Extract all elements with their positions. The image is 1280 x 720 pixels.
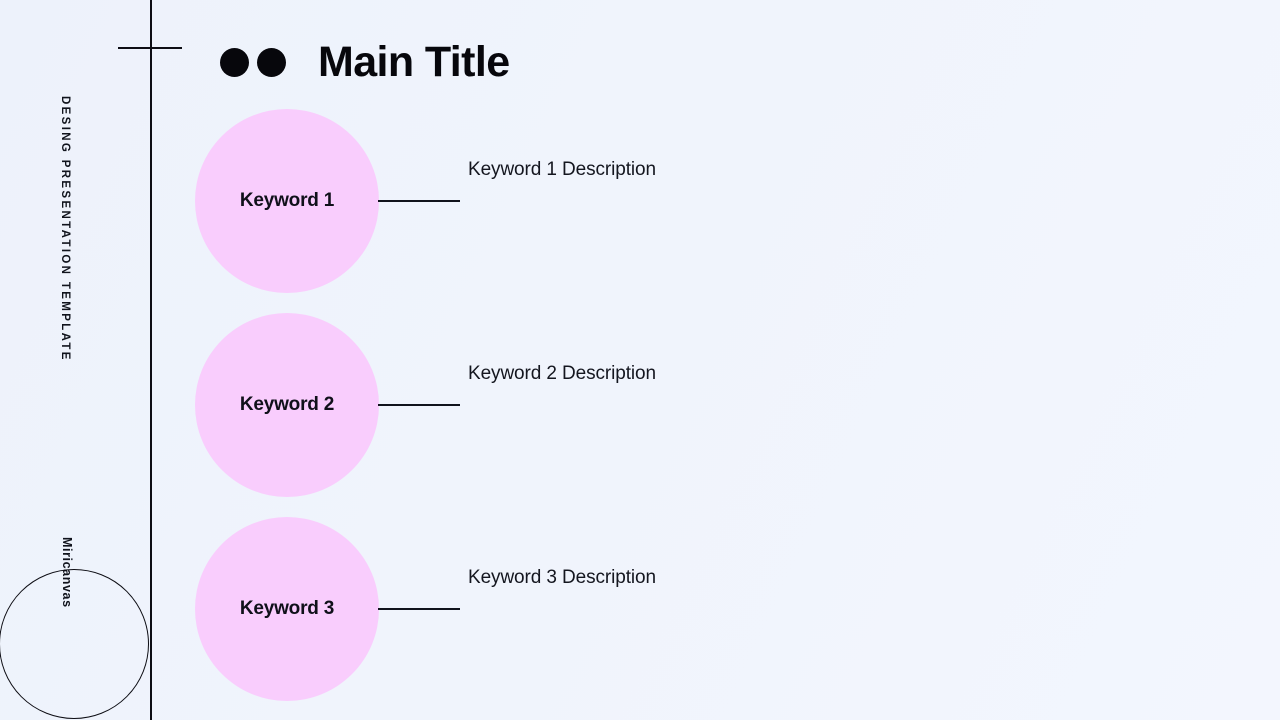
keyword-bubble-1[interactable]: Keyword 1 — [195, 109, 379, 293]
keyword-connector-line-3 — [378, 608, 460, 610]
page-title: Main Title — [318, 37, 510, 86]
vertical-divider-line — [150, 0, 152, 720]
title-dot-left-icon — [220, 47, 249, 77]
slide-title-row: Main Title — [220, 36, 510, 88]
keyword-connector-line-1 — [378, 200, 460, 202]
title-dot-right-icon — [257, 47, 286, 77]
keyword-description-1: Keyword 1 Description — [468, 159, 656, 180]
keyword-description-3: Keyword 3 Description — [468, 567, 656, 588]
keyword-bubble-label-1: Keyword 1 — [239, 190, 335, 211]
horizontal-accent-line — [118, 47, 182, 49]
keyword-bubble-3[interactable]: Keyword 3 — [195, 517, 379, 701]
decorative-outline-circle — [0, 569, 149, 719]
template-side-label: DESING PRESENTATION TEMPLATE — [59, 96, 71, 362]
keyword-bubble-label-2: Keyword 2 — [239, 394, 335, 415]
keyword-connector-line-2 — [378, 404, 460, 406]
keyword-bubble-2[interactable]: Keyword 2 — [195, 313, 379, 497]
keyword-description-2: Keyword 2 Description — [468, 363, 656, 384]
keyword-bubble-label-3: Keyword 3 — [239, 598, 335, 619]
